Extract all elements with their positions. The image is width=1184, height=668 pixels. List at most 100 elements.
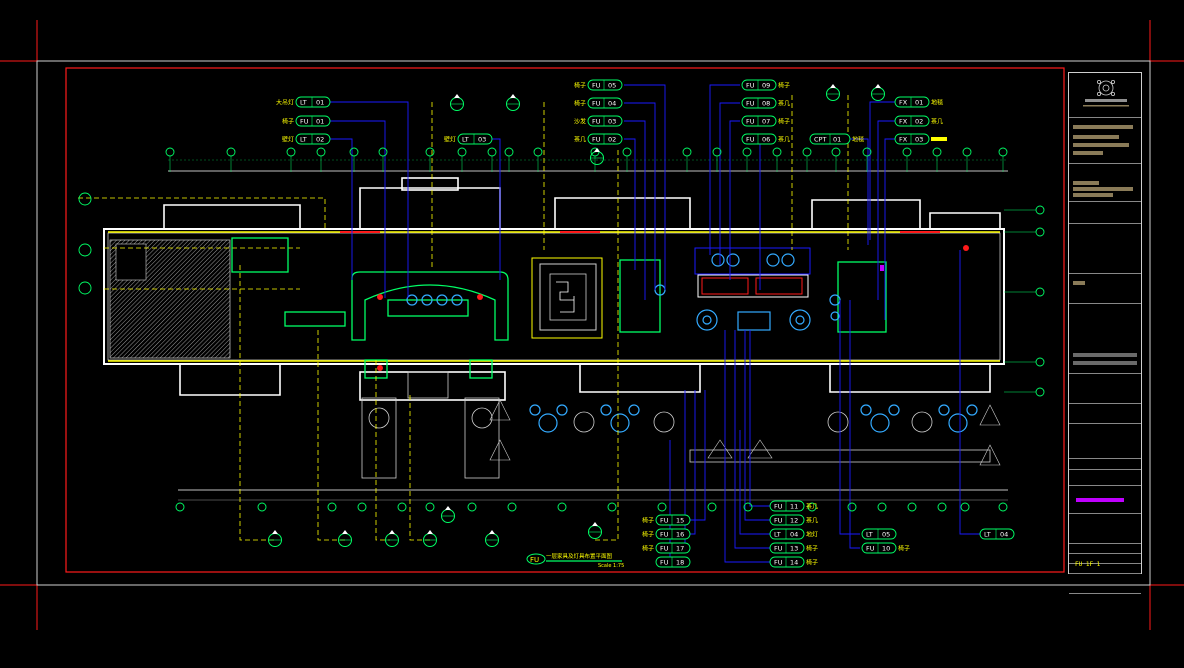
grid-bubble-top [962,147,972,157]
callout-label: 茶几 [574,136,586,144]
callout-number: 05 [608,82,616,90]
callout-code: FU [592,100,601,108]
callout-label: 地灯 [806,531,818,539]
callout-number: 07 [762,118,770,126]
section-marker [268,530,282,547]
section-marker [871,84,885,101]
grid-bubble-top [998,147,1008,157]
section-marker [385,530,399,547]
grid-bubble-top [316,147,326,157]
furniture-blue [406,253,978,433]
dashed-guides [78,95,849,541]
callout-label: 壁灯 [282,136,294,144]
callout-number: 03 [478,136,486,144]
sheet-code: FU 1F 1 [1075,561,1101,568]
section-marker [441,506,455,523]
grid-bubble-top [226,147,236,157]
grid-bubble-top [932,147,942,157]
callout-code: FU [592,82,601,90]
section-marker [590,148,604,165]
section-markers [268,84,885,547]
grid-bubble-bottom [425,502,435,512]
callout-number: 13 [790,545,798,553]
callout-code: FU [866,545,875,553]
callout-number: 16 [676,531,684,539]
callout-code: FX [899,118,908,126]
grid-bubble-right [1035,357,1045,367]
callout-label: 椅子 [642,517,654,525]
furniture-white [361,371,991,479]
grid-bubble-top [682,147,692,157]
callout-code: LT [774,531,781,539]
callout-code: FU [660,559,669,567]
callout-label: 地毯 [931,99,943,107]
grid-bubble-left [78,243,92,257]
grid-bubble-top [742,147,752,157]
grid-bubbles [78,147,1045,512]
callout-number: 14 [790,559,798,567]
callout-code: FU [660,545,669,553]
grid-bubble-top [902,147,912,157]
callout-number: 10 [882,545,890,553]
callout-label: 茶几 [931,118,943,126]
callout-number: 12 [790,517,798,525]
callout-label: 椅子 [778,118,790,126]
callout-label: 椅子 [806,545,818,553]
callout-code: FU [746,82,755,90]
callout-code: LT [866,531,873,539]
grid-bubble-bottom [607,502,617,512]
red-lamps [377,245,969,371]
company-logo [1083,80,1129,107]
callout-number: 01 [316,99,324,107]
callout-code: FU [774,503,783,511]
callout-number: 04 [608,100,616,108]
callout-number: 11 [790,503,798,511]
callout-code: FX [899,99,908,107]
grid-bubble-left [78,192,92,206]
grid-bubble-right [1035,227,1045,237]
grid-bubble-bottom [807,502,817,512]
grid-bubble-top [831,147,841,157]
bottom-dimension-line [178,489,1008,501]
grid-bubble-bottom [397,502,407,512]
grid-bubble-bottom [557,502,567,512]
grid-bubble-top [622,147,632,157]
grid-bubble-bottom [937,502,947,512]
grid-bubble-bottom [743,502,753,512]
sheet-frame [0,20,1184,630]
callout-label: 茶几 [778,136,790,144]
callout-label: 茶几 [778,100,790,108]
grid-bubble-bottom [175,502,185,512]
callout-code: FU [746,136,755,144]
magenta-marks [880,265,1124,502]
